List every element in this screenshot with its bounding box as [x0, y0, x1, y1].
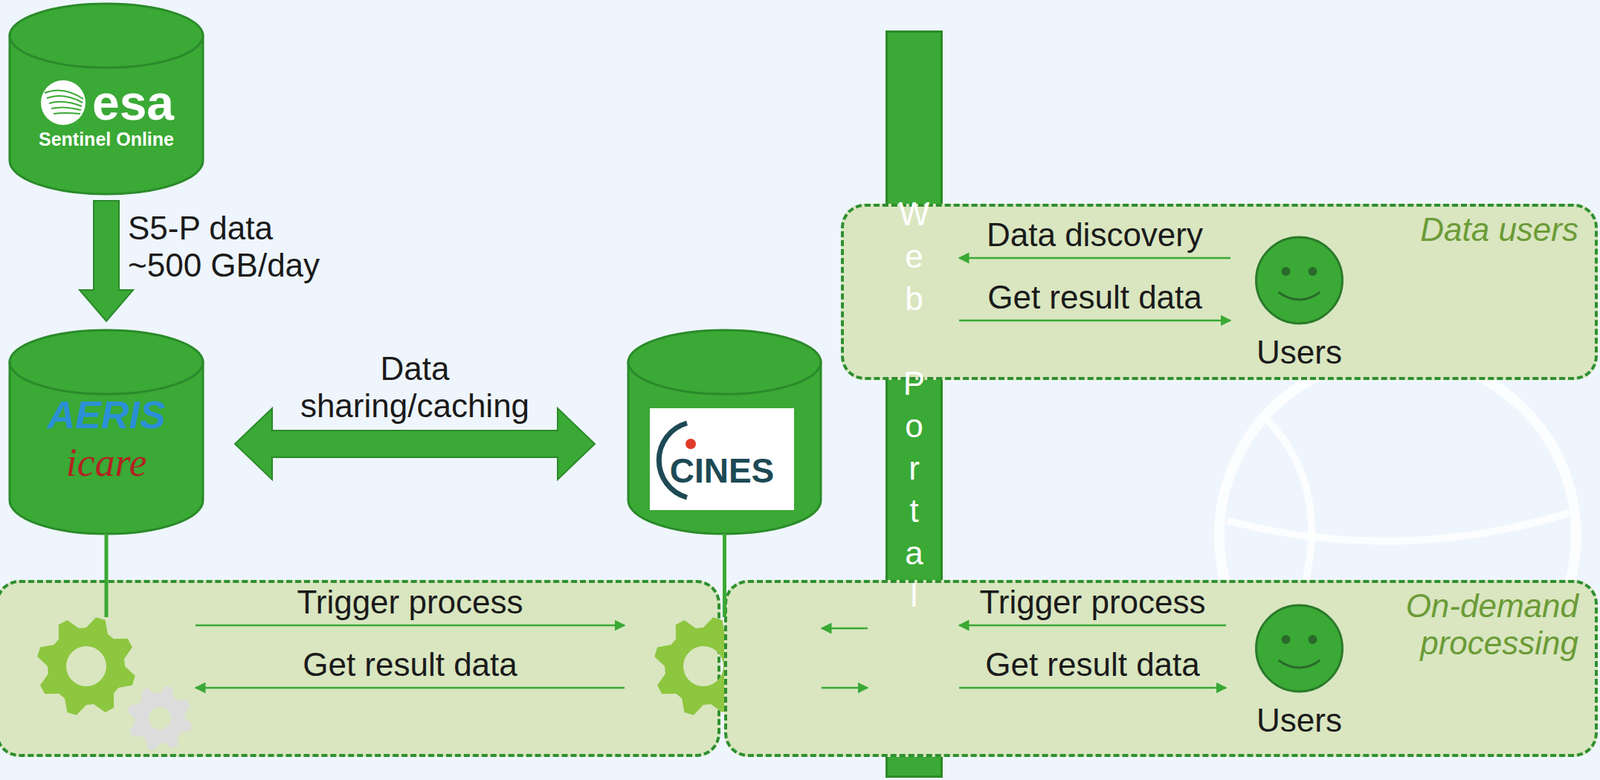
flow-arrow	[821, 686, 868, 690]
portal-letter: l	[887, 573, 941, 617]
portal-letter: a	[887, 531, 941, 574]
gear-icon	[35, 615, 138, 718]
flow-arrow	[959, 319, 1231, 322]
data-users-region: Data usersUsers	[840, 203, 1598, 380]
arrow-label: Get result data	[302, 646, 518, 684]
flow-arrow	[195, 686, 625, 690]
logo-text: CINES	[669, 451, 775, 490]
flow-arrow	[821, 627, 868, 630]
cines-red-dot	[685, 438, 696, 450]
flow-label: S5-P data ~500 GB/day	[127, 209, 337, 285]
users-label: Users	[1245, 701, 1354, 740]
logo-text: esa	[92, 78, 174, 128]
esa-swirl-line	[53, 113, 81, 114]
cylinder-top	[9, 3, 203, 68]
flow-arrow	[195, 624, 625, 627]
portal-letter: b	[887, 277, 941, 320]
logo-subtitle: Sentinel Online	[38, 127, 174, 151]
flow-label: Data sharing/caching	[273, 350, 557, 425]
portal-letter: P	[887, 362, 941, 405]
flow-arrow	[959, 624, 1227, 627]
link-line	[104, 533, 109, 618]
smiley-eye	[1281, 634, 1291, 644]
logo-text: AERIS	[47, 391, 166, 439]
smiley-eye	[1308, 266, 1318, 276]
cines-database: CINES	[626, 328, 823, 536]
smiley-eye	[1281, 266, 1291, 276]
arrow-label: Trigger process	[979, 583, 1206, 621]
arrow-label: Get result data	[987, 278, 1203, 316]
data-flow-arrow	[79, 200, 134, 322]
flow-arrow	[959, 686, 1227, 690]
portal-letter: r	[887, 446, 941, 490]
big-gear	[37, 617, 135, 715]
esa-database: esaSentinel Online	[8, 2, 205, 196]
arrow-label: Trigger process	[296, 583, 523, 621]
users-label: Users	[1245, 333, 1354, 372]
users-smiley: Users	[1245, 602, 1354, 744]
region-label: On-demand processing	[1385, 587, 1579, 662]
cylinder-top	[628, 330, 821, 395]
portal-letter: t	[887, 489, 941, 532]
processing-gear	[35, 615, 138, 718]
arrow-label: Data discovery	[986, 216, 1203, 254]
portal-letter: e	[887, 234, 941, 278]
portal-label: Web Portal	[887, 192, 941, 617]
smiley-mouth	[1278, 660, 1321, 668]
esa-logo: esaSentinel Online	[8, 78, 205, 151]
arrow-label: Get result data	[985, 646, 1200, 684]
esa-logo-row: esa	[38, 78, 174, 128]
esa-swirl	[38, 78, 88, 128]
flow-arrow	[959, 257, 1231, 260]
portal-letter	[887, 319, 941, 363]
aeris-database: AERISicare	[8, 328, 205, 536]
globe-parallel	[1226, 513, 1569, 542]
cylinder-top	[9, 330, 203, 395]
smiley-head	[1256, 237, 1343, 324]
region-label: Data users	[1420, 211, 1579, 249]
esa-swirl-line	[51, 107, 82, 111]
smiley-eye	[1308, 634, 1318, 644]
cines-logo-box: CINES	[649, 408, 795, 511]
users-smiley: Users	[1245, 234, 1354, 376]
logo-text: icare	[66, 438, 148, 487]
esa-swirl-disc	[40, 80, 86, 125]
link-line	[722, 533, 727, 618]
esa-swirl-line	[49, 101, 82, 107]
smiley-mouth	[1278, 292, 1321, 300]
aeris-logo: AERISicare	[8, 391, 205, 487]
portal-letter: o	[887, 404, 941, 447]
portal-letter: W	[887, 192, 941, 235]
smiley-head	[1256, 605, 1343, 692]
small-gear	[127, 686, 192, 751]
